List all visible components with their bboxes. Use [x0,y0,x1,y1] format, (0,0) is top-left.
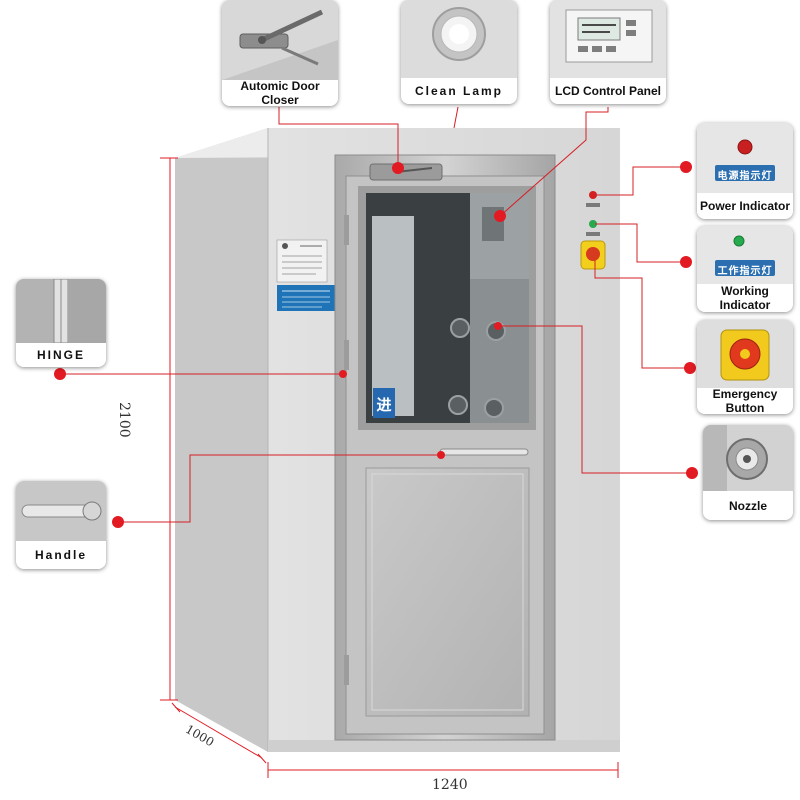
nozzle-source-dot [494,322,502,330]
nozzle-label: Nozzle [703,491,793,520]
handle-photo [16,481,106,541]
operating-instructions-label [277,285,335,311]
door-hinge-bottom [344,655,349,685]
door-closer-unit [369,163,443,181]
working-indicator-photo [697,226,793,284]
emergency-button-photo [697,320,793,388]
working-indicator-light [589,220,597,228]
door-closer-callout-dot [392,162,404,174]
hinge-label: HINGE [16,343,106,367]
dimension-lines [160,157,619,778]
door-enter-sign [373,388,395,418]
hinge-thumbnail: HINGE [16,279,106,367]
working-indicator-label: Working Indicator [697,284,793,312]
power-indicator-thumbnail: 电源指示灯 Power Indicator [697,123,793,219]
width-dimension-label: 1240 [432,777,468,793]
working-indicator-plate: 工作指示灯 [717,266,773,277]
height-dimension-label: 2100 [116,402,132,438]
door-hinge-middle [344,340,349,370]
emergency-button-thumbnail: Emergency Button [697,320,793,414]
callout-lines [60,106,690,523]
handle-source-dot [437,451,445,459]
power-indicator-light [589,191,597,199]
clean-lamp-photo [401,0,517,78]
clean-lamp-label: Clean Lamp [401,78,517,104]
nozzle-leader [500,325,690,474]
door-closer-label: Automic Door Closer [222,79,338,106]
lcd-panel-callout-dot [494,210,506,222]
working-indicator-leader [595,223,684,263]
working-indicator-thumbnail: 工作指示灯 Working Indicator [697,226,793,312]
hinge-source-dot [339,370,347,378]
door-hinge-top [344,215,349,245]
power-indicator-label: Power Indicator [697,193,793,219]
door-handle-bar [439,448,529,456]
handle-thumbnail: Handle [16,481,106,569]
emergency-button-leader [594,260,688,369]
handle-label: Handle [16,541,106,569]
lcd-panel-photo [550,0,666,78]
power-indicator-leader [595,166,684,196]
door-enter-sign-text: 进 [376,396,391,414]
lcd-panel-leader [499,107,609,217]
nozzle-thumbnail: Nozzle [703,425,793,520]
clean-lamp-leader [453,106,459,129]
clean-lamp-thumbnail: Clean Lamp [401,0,517,104]
handle-leader [118,454,440,523]
spec-label [276,239,328,283]
emergency-button-cap [586,247,600,261]
hinge-photo [16,279,106,343]
door-closer-leader [278,107,399,168]
emergency-button-callout-dot [684,362,696,374]
nozzle-photo [703,425,793,491]
power-indicator-plate: 电源指示灯 [717,171,773,182]
air-shower-door: 进 [334,154,556,741]
door-closer-photo [222,0,338,80]
door-closer-thumbnail: Automic Door Closer [222,0,338,106]
power-indicator-callout-dot [680,161,692,173]
lcd-panel-thumbnail: LCD Control Panel [550,0,666,104]
working-indicator-callout-dot [680,256,692,268]
front-control-panel [580,191,606,270]
door-lower-panel [365,467,530,717]
depth-dimension-line [174,706,263,759]
cabinet-side-face [175,128,268,752]
handle-callout-dot [112,516,124,528]
cabinet-base [268,740,620,752]
hinge-callout-dot [54,368,66,380]
power-indicator-photo [697,123,793,193]
lcd-panel-label: LCD Control Panel [550,78,666,104]
emergency-button-label: Emergency Button [697,387,793,414]
nozzle-callout-dot [686,467,698,479]
